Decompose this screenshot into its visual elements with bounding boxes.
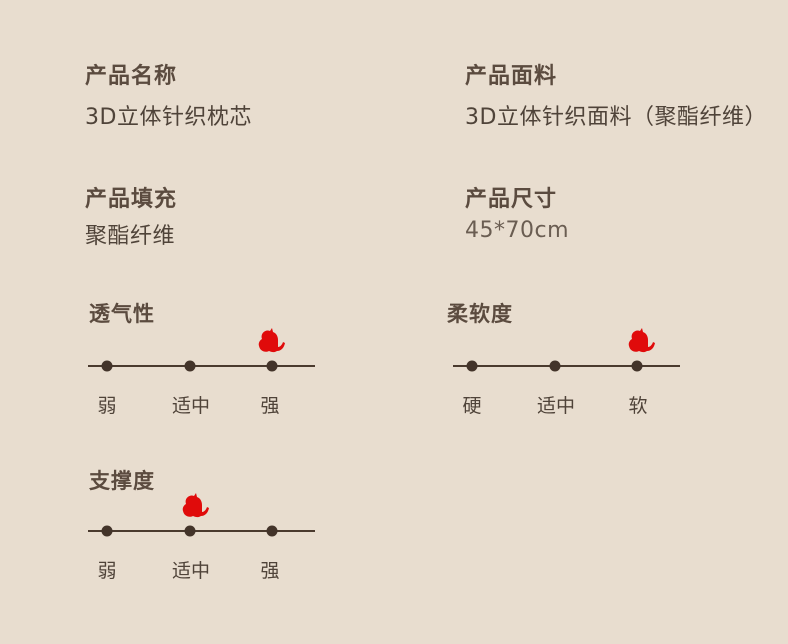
spec-label-filling: 产品填充 xyxy=(85,187,178,212)
scale-title-support: 支撑度 xyxy=(89,469,155,493)
red-cat-icon xyxy=(258,328,285,353)
scale-title-softness: 柔软度 xyxy=(447,302,513,326)
scale-dot-medium xyxy=(184,360,196,372)
red-cat-icon xyxy=(182,493,209,518)
scale-line xyxy=(88,365,315,367)
scale-dot-medium xyxy=(184,525,196,537)
scale-line xyxy=(88,530,315,532)
spec-label-fabric: 产品面料 xyxy=(465,64,558,89)
tick-label: 软 xyxy=(628,395,648,417)
scale-line xyxy=(453,365,680,367)
spec-label-product-name: 产品名称 xyxy=(85,64,178,89)
scale-title-breathability: 透气性 xyxy=(89,302,155,326)
tick-label: 强 xyxy=(260,560,280,582)
scale-dot-weak xyxy=(101,360,113,372)
spec-value-fabric: 3D立体针织面料（聚酯纤维） xyxy=(465,105,767,130)
scale-dot-strong xyxy=(266,525,278,537)
tick-label: 强 xyxy=(260,395,280,417)
scale-dot-soft xyxy=(631,360,643,372)
scale-dot-weak xyxy=(101,525,113,537)
tick-label: 弱 xyxy=(97,560,117,582)
tick-label: 适中 xyxy=(536,395,576,417)
tick-label: 弱 xyxy=(97,395,117,417)
scale-dot-medium xyxy=(549,360,561,372)
tick-label: 适中 xyxy=(171,560,211,582)
tick-label: 硬 xyxy=(462,395,482,417)
scale-dot-hard xyxy=(466,360,478,372)
spec-value-size: 45*70cm xyxy=(465,218,570,243)
tick-label: 适中 xyxy=(171,395,211,417)
spec-value-product-name: 3D立体针织枕芯 xyxy=(85,105,252,130)
spec-value-filling: 聚酯纤维 xyxy=(85,224,176,249)
scale-dot-strong xyxy=(266,360,278,372)
red-cat-icon xyxy=(628,328,655,353)
spec-label-size: 产品尺寸 xyxy=(465,187,558,212)
